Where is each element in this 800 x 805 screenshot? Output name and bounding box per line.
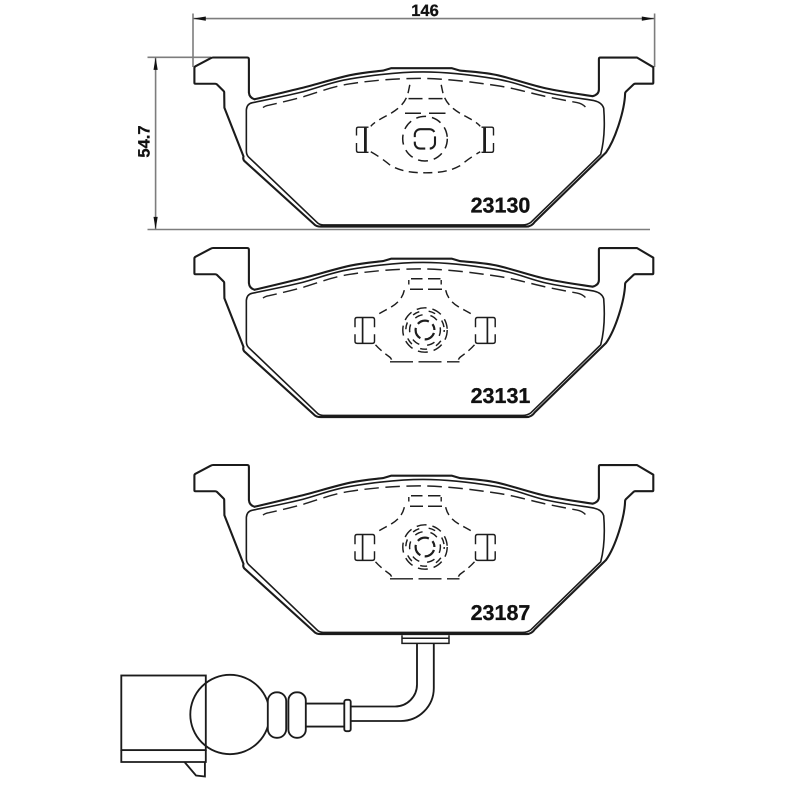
svg-text:146: 146: [411, 2, 439, 20]
svg-text:54.7: 54.7: [136, 125, 154, 157]
svg-text:23187: 23187: [471, 601, 531, 625]
svg-text:23130: 23130: [471, 193, 531, 217]
svg-text:23131: 23131: [471, 384, 531, 408]
